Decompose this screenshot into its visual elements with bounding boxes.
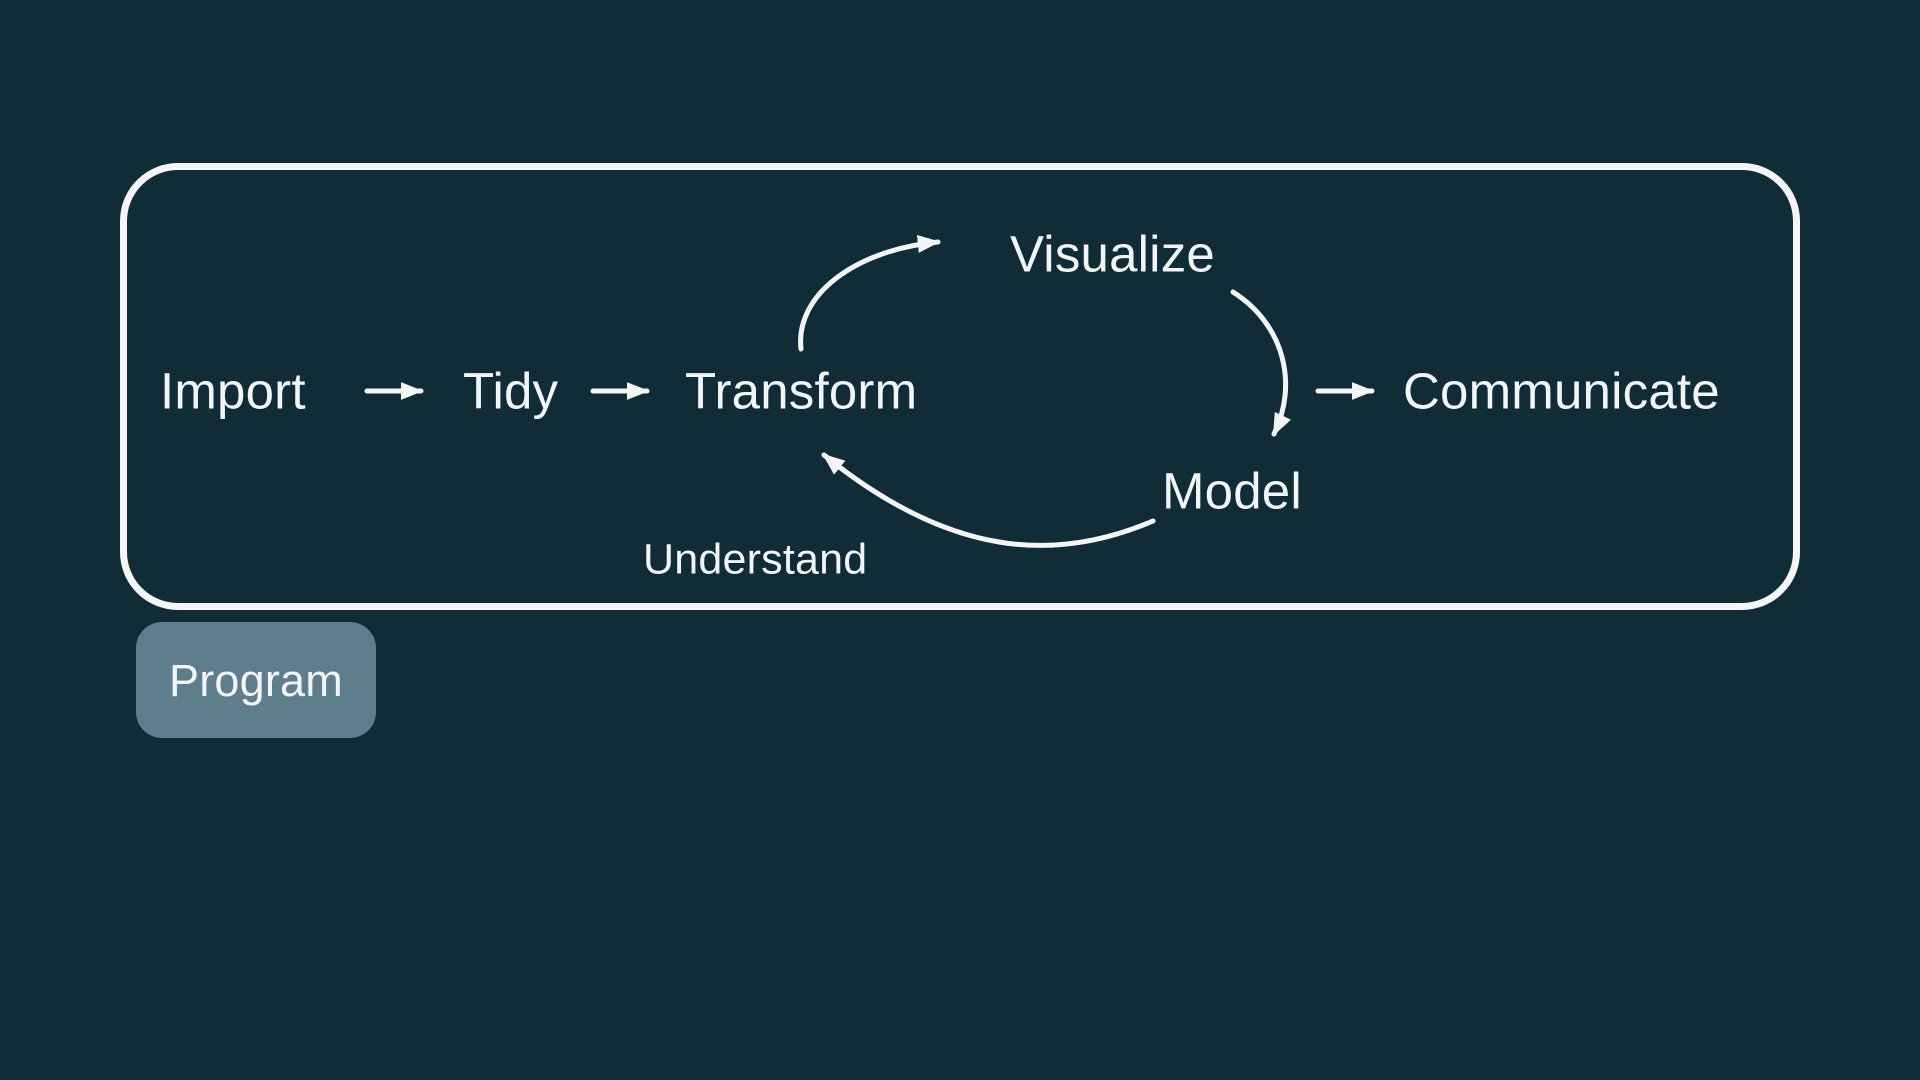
node-model: Model <box>1162 462 1302 520</box>
program-label: Program <box>169 654 343 706</box>
node-import: Import <box>160 362 306 420</box>
program-box: Program <box>136 622 376 738</box>
node-communicate: Communicate <box>1403 362 1720 420</box>
node-tidy: Tidy <box>463 362 559 420</box>
node-transform: Transform <box>685 362 918 420</box>
node-visualize: Visualize <box>1010 225 1215 283</box>
understand-cycle-box <box>120 163 1800 610</box>
cycle-label-understand: Understand <box>643 535 868 584</box>
